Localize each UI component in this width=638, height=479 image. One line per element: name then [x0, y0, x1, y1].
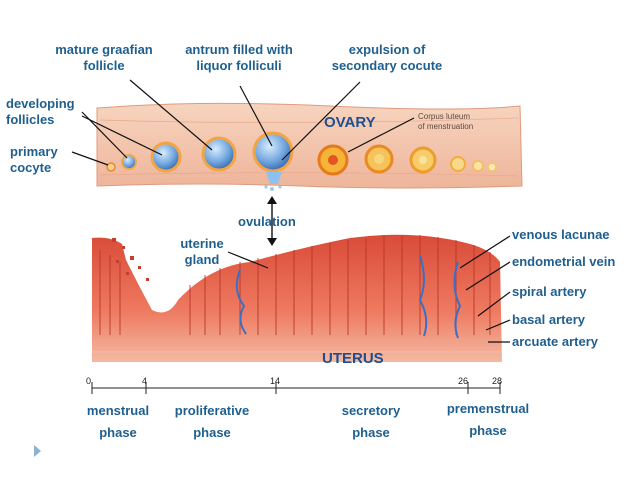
- corpus-luteum: [317, 144, 497, 176]
- label-venous-lacunae: venous lacunae: [512, 227, 610, 242]
- bullet-arrow-icon: [34, 445, 41, 457]
- tick-26: 26: [458, 376, 469, 386]
- label-basal-artery: basal artery: [512, 312, 585, 327]
- phase-proliferative: proliferative phase: [174, 403, 250, 440]
- label-corpus-luteum: Corpus luteum of menstruation: [418, 112, 474, 131]
- ovulation-arrow-icon: [267, 196, 277, 246]
- tick-0: 0: [86, 376, 92, 386]
- phase-menstrual: menstrual phase: [86, 403, 150, 440]
- label-mature-graafian: mature graafian follicle: [55, 42, 153, 73]
- label-ovary: OVARY: [324, 114, 376, 131]
- label-arcuate-artery: arcuate artery: [512, 334, 598, 349]
- label-ovulation: ovulation: [238, 214, 296, 229]
- tick-4: 4: [142, 376, 148, 386]
- label-expulsion: expulsion of secondary cocute: [331, 42, 443, 73]
- label-uterus: UTERUS: [322, 350, 384, 367]
- tick-28: 28: [492, 376, 503, 386]
- label-developing-follicles: developing follicles: [6, 96, 75, 127]
- label-endometrial-vein: endometrial vein: [512, 254, 616, 269]
- uterus-wall: [92, 234, 502, 362]
- label-antrum: antrum filled with liquor folliculi: [185, 42, 293, 73]
- tick-14: 14: [270, 376, 281, 386]
- label-uterine-gland: uterine gland: [180, 236, 224, 267]
- label-spiral-artery: spiral artery: [512, 284, 587, 299]
- follicles: [106, 131, 294, 191]
- timeline-axis: [91, 382, 501, 394]
- phase-secretory: secretory phase: [341, 403, 401, 440]
- phase-premenstrual: premenstrual phase: [446, 401, 530, 438]
- pointer-lines: [71, 79, 511, 343]
- label-primary-cocyte: primary cocyte: [10, 144, 58, 175]
